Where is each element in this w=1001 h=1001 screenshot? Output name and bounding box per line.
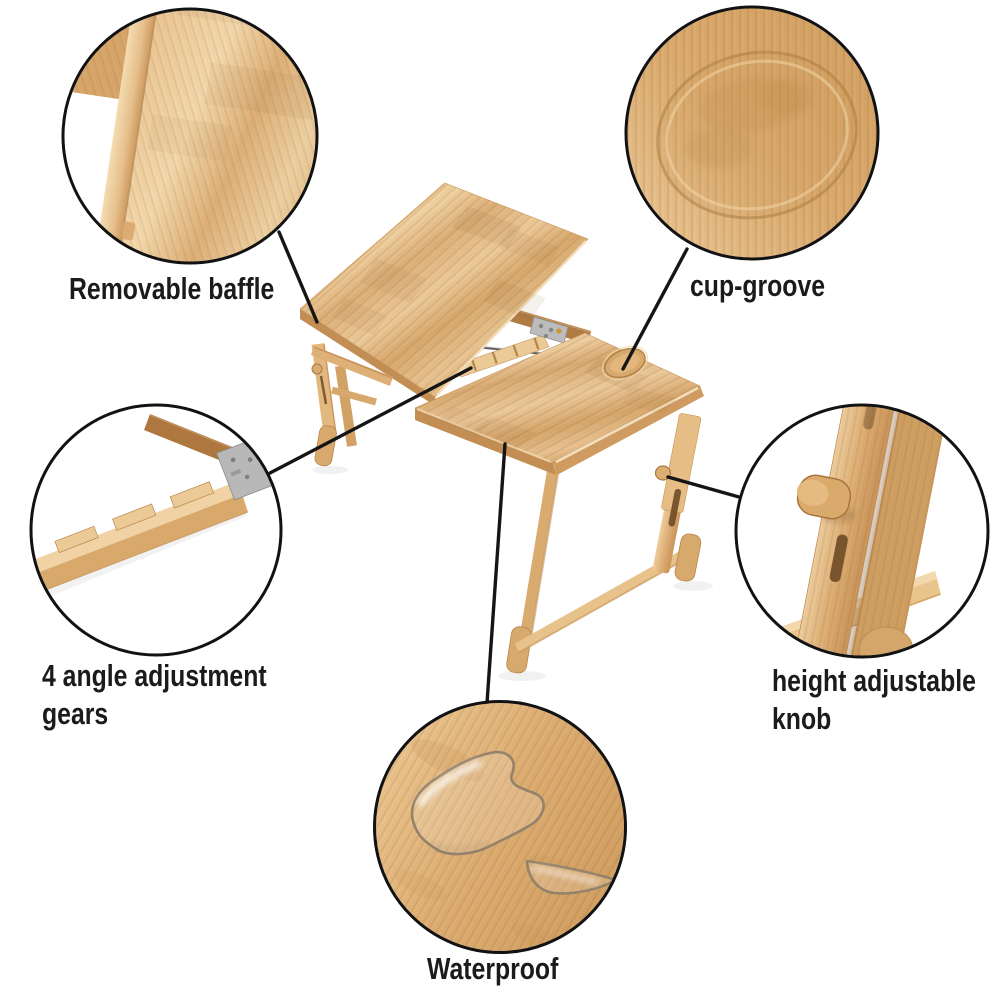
callout-line-removable-baffle — [277, 230, 319, 324]
callout-circle-angle-gears — [29, 403, 283, 657]
callout-label-waterproof: Waterproof — [427, 950, 558, 988]
baffle-edge-zoom — [98, 10, 171, 247]
callout-label-angle-gears: 4 angle adjustment gears — [42, 657, 267, 733]
leg-bars-zoom — [791, 406, 950, 656]
label-text: Removable baffle — [69, 271, 275, 306]
label-text-line2: gears — [42, 696, 109, 731]
callout-circle-cup-groove — [624, 5, 880, 261]
left-leg-knob — [311, 363, 323, 375]
label-text-line1: height adjustable — [772, 663, 976, 698]
shadow — [498, 671, 546, 681]
baffle-strip — [311, 346, 393, 386]
shadow — [673, 581, 713, 591]
desk-flat-panel — [414, 332, 704, 475]
callout-circle-height-knob — [734, 403, 990, 659]
callout-line-waterproof — [485, 442, 507, 705]
laptop-desk-photo — [299, 182, 713, 681]
label-text-line2: knob — [772, 701, 832, 736]
label-text-line1: 4 angle adjustment — [42, 658, 267, 693]
desk-tilted-panel — [299, 182, 589, 407]
label-text: cup-groove — [690, 268, 826, 303]
gear-slat-zoom — [33, 481, 242, 573]
knob-zoom — [796, 474, 852, 520]
callout-circle-waterproof — [373, 700, 627, 954]
callout-label-cup-groove: cup-groove — [690, 267, 825, 305]
label-text: Waterproof — [427, 951, 559, 986]
callout-line-angle-gears — [268, 366, 473, 475]
callout-label-removable-baffle: Removable baffle — [69, 270, 274, 308]
callout-line-cup-groove — [621, 247, 689, 371]
shadow — [312, 466, 348, 474]
callout-line-height-knob — [666, 475, 741, 499]
desk-hinge-and-gears — [454, 304, 591, 378]
callout-lines — [268, 230, 741, 705]
callout-label-height-knob: height adjustable knob — [772, 662, 976, 738]
desk-right-legs — [506, 413, 702, 674]
